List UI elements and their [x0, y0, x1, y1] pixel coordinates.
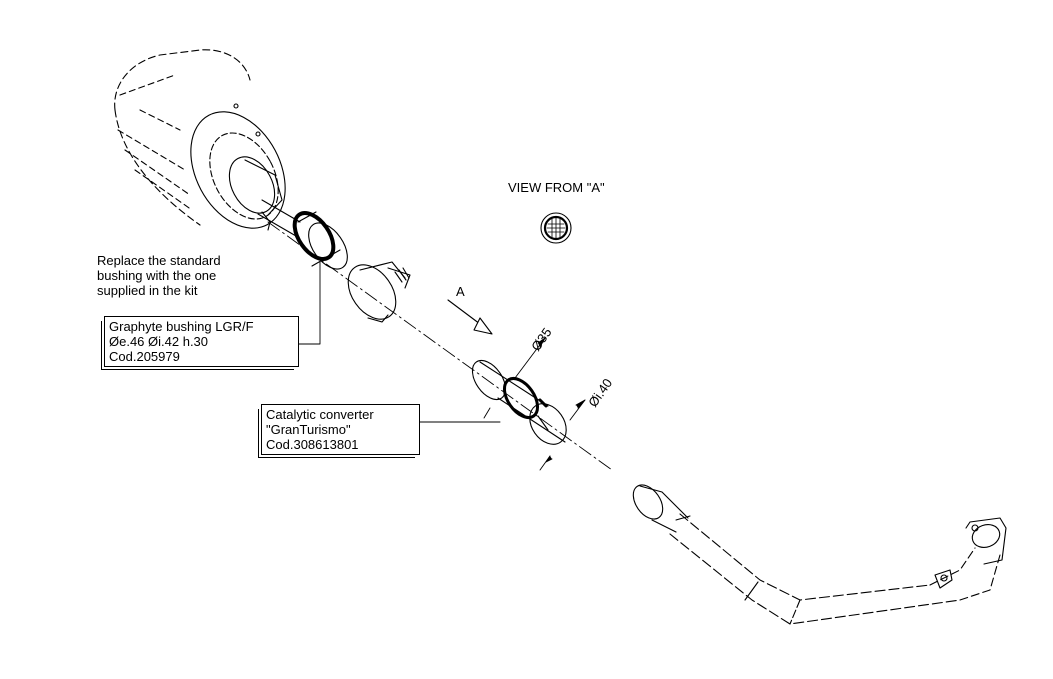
- catalytic-model: "GranTurismo": [266, 422, 351, 437]
- dim-di40-label: Øi.40: [585, 376, 615, 410]
- replace-note: Replace the standard bushing with the on…: [97, 253, 221, 298]
- replace-note-line2: bushing with the one: [97, 268, 217, 283]
- dim-d35-label: Ø35: [528, 325, 554, 354]
- view-from-a-label: VIEW FROM "A": [508, 180, 605, 195]
- bushing-name: Graphyte bushing LGR/F: [109, 319, 254, 334]
- honeycomb-view: [540, 212, 572, 244]
- catalytic-code: Cod.308613801: [266, 437, 359, 452]
- assembly-axis: [267, 221, 613, 471]
- catalytic-name: Catalytic converter: [266, 407, 374, 422]
- graphite-bushing: [292, 211, 348, 270]
- bushing-code: Cod.205979: [109, 349, 180, 364]
- replace-note-line1: Replace the standard: [97, 253, 221, 268]
- leader-bushing: [297, 261, 321, 345]
- catalytic-callout-box: Catalytic converter "GranTurismo" Cod.30…: [258, 404, 420, 458]
- view-arrow-a: [447, 299, 493, 335]
- silencer: [114, 49, 301, 237]
- dimension-lines: [483, 337, 586, 471]
- bushing-callout-box: Graphyte bushing LGR/F Øe.46 Øi.42 h.30 …: [101, 316, 299, 370]
- arrow-a-label: A: [456, 284, 465, 299]
- replace-note-line3: supplied in the kit: [97, 283, 198, 298]
- clamp: [347, 261, 411, 323]
- exhaust-pipe: [632, 484, 1007, 625]
- catalytic-converter: [471, 359, 567, 445]
- bushing-dimensions: Øe.46 Øi.42 h.30: [109, 334, 209, 349]
